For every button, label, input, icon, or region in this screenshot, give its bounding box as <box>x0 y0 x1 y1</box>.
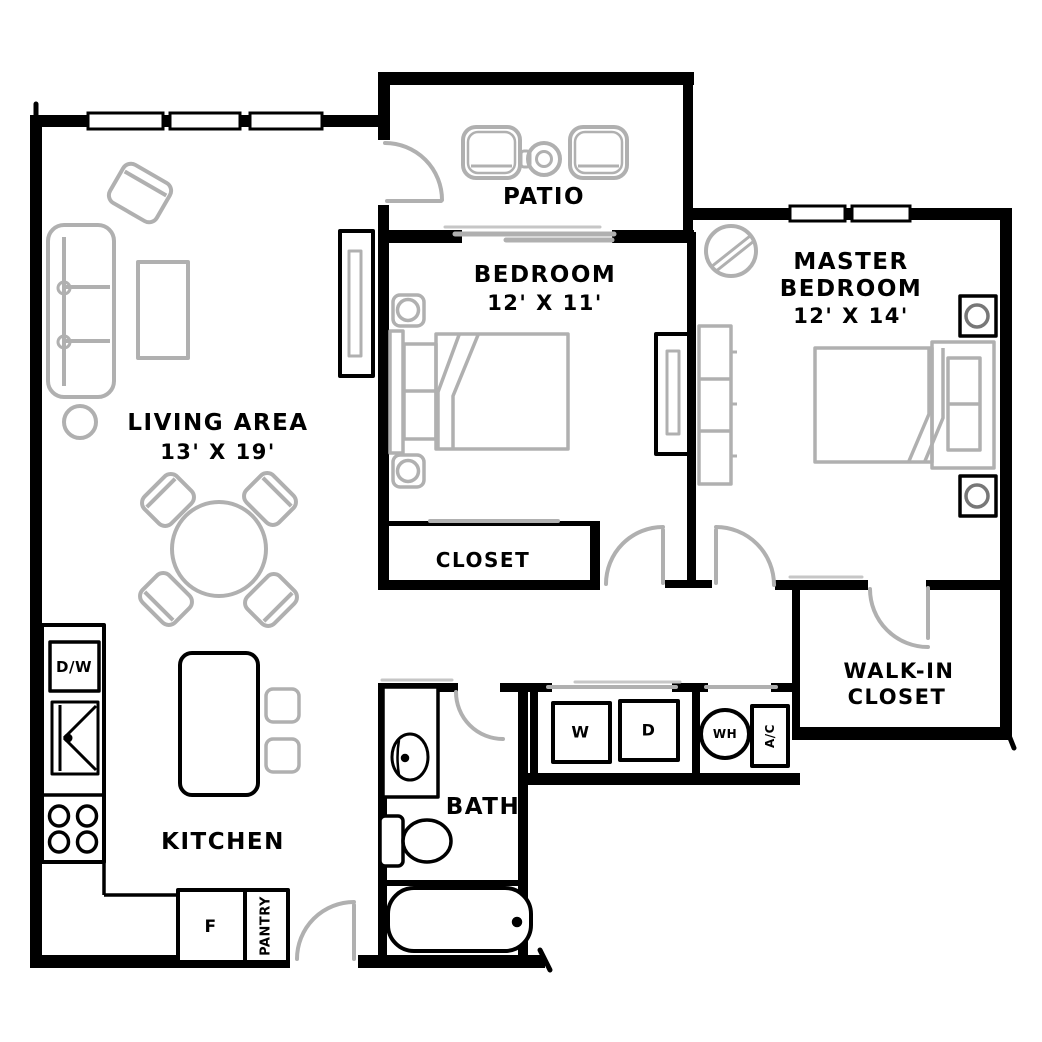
window-icon <box>86 111 165 131</box>
bath-label: BATH <box>445 794 521 820</box>
living-area-label: LIVING AREA <box>127 410 309 436</box>
dryer-box <box>618 699 680 762</box>
master-bedroom-label-1: MASTER <box>793 249 909 275</box>
patio-table <box>519 141 562 177</box>
bar-stool <box>264 687 301 724</box>
dining-chair <box>140 472 196 528</box>
stove-burners <box>47 804 99 854</box>
bar-stool <box>264 737 301 774</box>
master-bedroom-label-2: BEDROOM <box>779 276 923 302</box>
coffee-table <box>136 260 190 360</box>
dining-chair <box>243 572 299 628</box>
patio-chair <box>461 125 522 180</box>
bed <box>388 329 570 455</box>
tv-console <box>654 332 691 456</box>
closet-label: CLOSET <box>435 548 531 572</box>
armchair <box>106 161 174 225</box>
patio-chair <box>568 125 629 180</box>
dining-chair <box>138 571 194 627</box>
bedroom-dims: 12' X 11' <box>487 291 603 315</box>
dishwasher-box <box>48 640 101 693</box>
window-icon <box>248 111 324 131</box>
tv-console <box>338 229 375 378</box>
ac-box <box>750 704 790 768</box>
nightstand <box>391 293 426 328</box>
entry-door-swing-icon <box>295 900 356 961</box>
toilet <box>378 814 453 868</box>
walk-in-closet-label-1: WALK-IN <box>843 659 955 683</box>
furniture-gray <box>46 125 996 774</box>
kitchen-sink <box>50 700 100 776</box>
window-icon <box>168 111 242 131</box>
washer-box <box>551 701 612 764</box>
ac-label: A/C <box>763 724 777 748</box>
patio-door-swing-icon <box>383 141 444 203</box>
bedroom-door-swing-icon <box>604 525 665 586</box>
patio-label: PATIO <box>502 184 586 210</box>
walkin-door-swing-icon <box>868 586 930 649</box>
sliding-door-icon <box>452 231 617 243</box>
sketch-ticks <box>33 101 1017 973</box>
dining-chair <box>242 471 298 527</box>
sofa <box>46 223 116 399</box>
windows <box>86 111 912 223</box>
nightstand <box>391 453 426 489</box>
water-heater-circle <box>699 708 751 760</box>
dresser <box>697 324 737 486</box>
master-door-swing-icon <box>714 525 776 587</box>
window-icon <box>788 204 847 223</box>
fridge-label: F <box>204 917 218 937</box>
fixtures-black <box>40 229 998 964</box>
dining-table <box>170 500 268 598</box>
walls <box>30 72 1012 968</box>
corner-chair <box>704 224 758 278</box>
pantry-label: PANTRY <box>258 896 274 956</box>
master-bed <box>813 340 996 470</box>
pantry-box <box>243 888 290 964</box>
window-icon <box>850 204 912 223</box>
kitchen-label: KITCHEN <box>161 829 285 855</box>
washer-label: W <box>571 722 591 742</box>
nightstand <box>958 294 998 338</box>
master-bedroom-dims: 12' X 14' <box>793 304 909 328</box>
water-heater-label: WH <box>712 727 738 741</box>
bath-vanity <box>381 685 440 799</box>
doors <box>295 141 930 961</box>
sketch-underdrawing <box>380 225 864 684</box>
bathtub <box>386 886 533 953</box>
dryer-label: D <box>641 720 657 740</box>
walk-in-closet-label-2: CLOSET <box>847 685 947 709</box>
living-area-dims: 13' X 19' <box>160 440 276 464</box>
side-table <box>62 404 98 440</box>
dishwasher-label: D/W <box>56 658 92 676</box>
bath-door-swing-icon <box>454 690 505 741</box>
bedroom-label: BEDROOM <box>473 262 617 288</box>
nightstand <box>958 474 998 518</box>
kitchen-island <box>178 651 260 797</box>
